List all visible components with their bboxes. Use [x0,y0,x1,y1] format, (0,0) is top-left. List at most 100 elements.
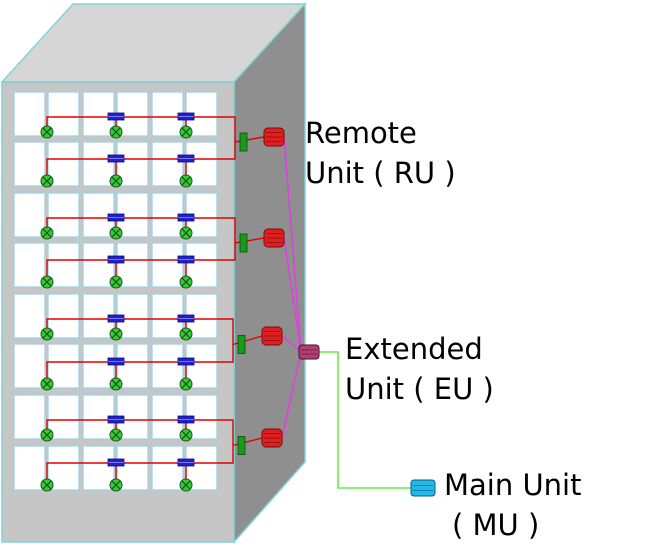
window [47,293,80,339]
window [116,141,149,187]
antenna-icon [179,327,193,341]
splitter-icon [177,357,195,366]
main-unit-label-line1: Main Unit [444,468,582,502]
antenna-icon [40,125,54,139]
window [116,445,149,491]
splitter-icon [177,154,195,163]
antenna-icon [40,275,54,289]
splitter-icon [107,314,125,323]
antenna-icon [179,428,193,442]
antenna-icon [40,174,54,188]
window [47,394,80,440]
antenna-icon [179,125,193,139]
antenna-icon [179,377,193,391]
window [13,293,46,339]
fiber-cable [281,351,302,439]
remote-unit-label-line1: Remote [305,116,417,150]
window [47,343,80,389]
window [116,242,149,288]
splitter-icon [177,314,195,323]
remote-unit-icon [263,228,285,248]
antenna-icon [179,275,193,289]
fiber-cable [283,237,302,353]
splitter-icon [107,255,125,264]
extended-unit-label-line2: Unit ( EU ) [345,372,494,406]
window [47,242,80,288]
feed-cable [319,351,411,489]
floor-cable [46,318,234,345]
antenna-icon [40,428,54,442]
antenna-icon [179,174,193,188]
window [82,445,115,491]
antenna-icon [109,174,123,188]
main-unit-label: Main Unit ( MU ) [444,465,581,545]
window [13,91,46,137]
floor-cable [46,142,236,181]
antenna-icon [109,125,123,139]
splitter-icon [177,213,195,222]
window [151,141,184,187]
window [13,141,46,187]
remote-unit-label-line2: Unit ( RU ) [305,156,456,190]
window [151,445,184,491]
antenna-icon [179,478,193,492]
antenna-icon [40,327,54,341]
antenna-icon [179,226,193,240]
equipment [40,112,436,497]
window [151,242,184,288]
remote-unit-icon [263,127,285,147]
window [151,343,184,389]
window [82,242,115,288]
extended-unit-icon [298,344,320,360]
coupler-icon [237,335,246,354]
antenna-icon [109,428,123,442]
floor-cable [46,243,236,282]
fiber-cable [283,136,302,353]
window [47,192,80,238]
remote-unit-icon [261,428,283,448]
window [116,343,149,389]
extended-unit-label-line1: Extended [345,332,483,366]
window [47,445,80,491]
floor-cable [46,217,236,243]
splitter-icon [107,415,125,424]
antenna-icon [109,226,123,240]
fiber-cable [281,335,302,353]
window [82,141,115,187]
remote-unit-icon [261,326,283,346]
coupler-icon [239,132,248,152]
coupler-icon [239,233,248,253]
main-unit-icon [410,479,436,497]
antenna-icon [40,478,54,492]
splitter-icon [107,112,125,121]
extended-unit-label: Extended Unit ( EU ) [345,329,494,409]
antenna-icon [109,327,123,341]
splitter-icon [177,415,195,424]
splitter-icon [107,213,125,222]
antenna-icon [109,377,123,391]
window [13,394,46,440]
floor-cable [46,445,234,485]
splitter-icon [107,154,125,163]
antenna-icon [109,478,123,492]
window [13,343,46,389]
window [47,141,80,187]
coupler-icon [237,436,246,455]
floor-cable [46,344,234,384]
window [13,445,46,491]
remote-unit-label: Remote Unit ( RU ) [305,113,456,193]
window [13,242,46,288]
antenna-icon [40,377,54,391]
window [13,192,46,238]
splitter-icon [177,112,195,121]
fiber-cabling [281,136,411,489]
window [82,343,115,389]
floor-cable [46,116,236,142]
splitter-icon [177,255,195,264]
main-unit-label-line2: ( MU ) [452,508,540,542]
splitter-icon [177,458,195,467]
splitter-icon [107,357,125,366]
splitter-icon [107,458,125,467]
floor-cable [46,419,234,446]
